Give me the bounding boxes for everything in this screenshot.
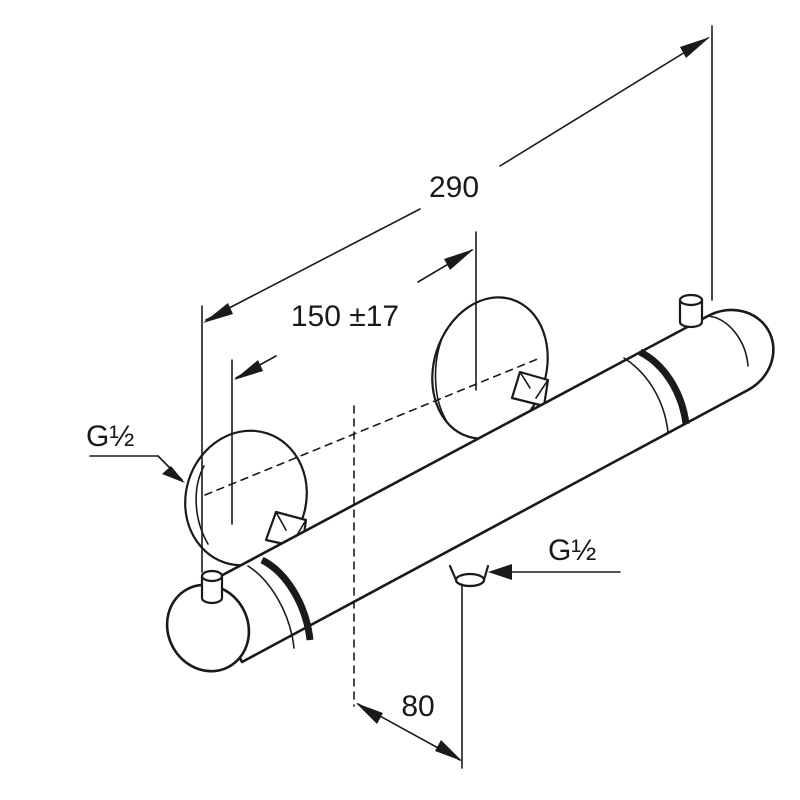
left-grip-ring [247, 556, 314, 649]
dimension-150: 150 ±17 [234, 249, 474, 380]
dimension-290: 290 [203, 37, 710, 323]
outlet-thread-label: G½ [548, 534, 596, 567]
right-connector-nut [510, 370, 550, 408]
extension-lines [201, 25, 713, 769]
hidden-lines [204, 357, 541, 707]
right-grip-ring [623, 348, 690, 433]
inlet-callout: G½ [86, 420, 185, 483]
overall-length-label: 290 [429, 171, 479, 204]
outlet-offset-label: 80 [401, 690, 434, 723]
outlet-callout: G½ [488, 534, 621, 580]
right-spindle [678, 293, 704, 329]
bottom-outlet [448, 564, 490, 588]
inlet-thread-label: G½ [86, 420, 134, 453]
thermostat-body [165, 308, 775, 673]
connection-spacing-label: 150 ±17 [291, 300, 399, 333]
left-spindle [200, 569, 224, 605]
dimension-80: 80 [356, 690, 462, 761]
